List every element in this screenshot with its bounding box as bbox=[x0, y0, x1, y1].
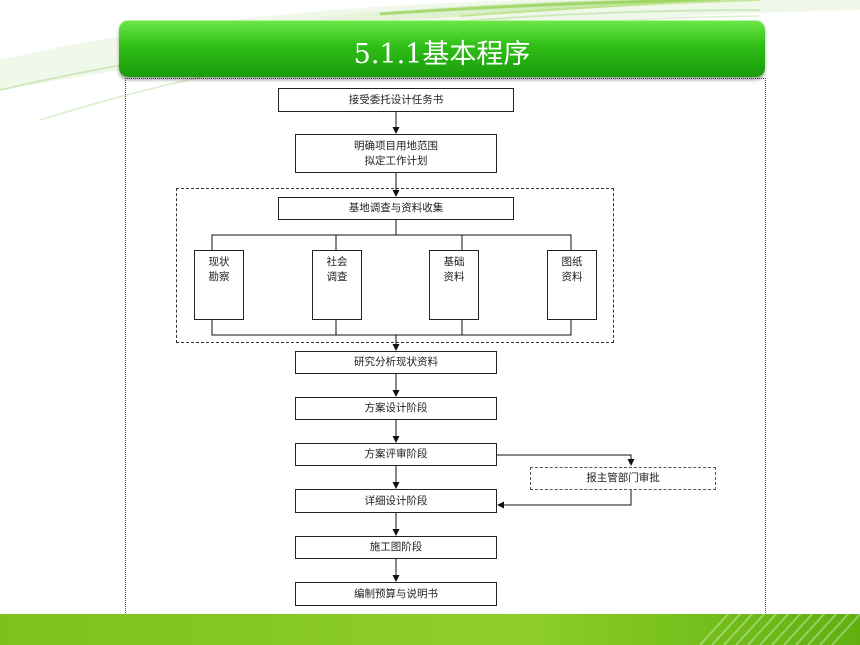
step-accept-commission: 接受委托设计任务书 bbox=[278, 88, 514, 112]
step-define-site-plan: 明确项目用地范围 拟定工作计划 bbox=[295, 134, 497, 173]
sub-drawing-data: 图纸 资料 bbox=[547, 250, 597, 320]
survey-group-dashed-box bbox=[176, 188, 614, 343]
sub-status-survey: 现状 勘察 bbox=[194, 250, 244, 320]
step-scheme-design: 方案设计阶段 bbox=[295, 397, 497, 420]
step-scheme-review: 方案评审阶段 bbox=[295, 443, 497, 466]
step-construction-drawings: 施工图阶段 bbox=[295, 536, 497, 559]
step-analyze-data: 研究分析现状资料 bbox=[295, 351, 497, 374]
page-title: 5.1.1基本程序 bbox=[353, 39, 531, 70]
step-site-survey: 基地调查与资料收集 bbox=[278, 197, 514, 220]
step-budget-description: 编制预算与说明书 bbox=[295, 582, 497, 606]
title-bar: 5.1.1基本程序 bbox=[119, 20, 765, 77]
step-authority-approval: 报主管部门审批 bbox=[530, 467, 716, 490]
bottom-green-band bbox=[0, 612, 860, 645]
sub-social-survey: 社会 调查 bbox=[312, 250, 362, 320]
sub-basic-data: 基础 资料 bbox=[429, 250, 479, 320]
step-detailed-design: 详细设计阶段 bbox=[295, 489, 497, 513]
